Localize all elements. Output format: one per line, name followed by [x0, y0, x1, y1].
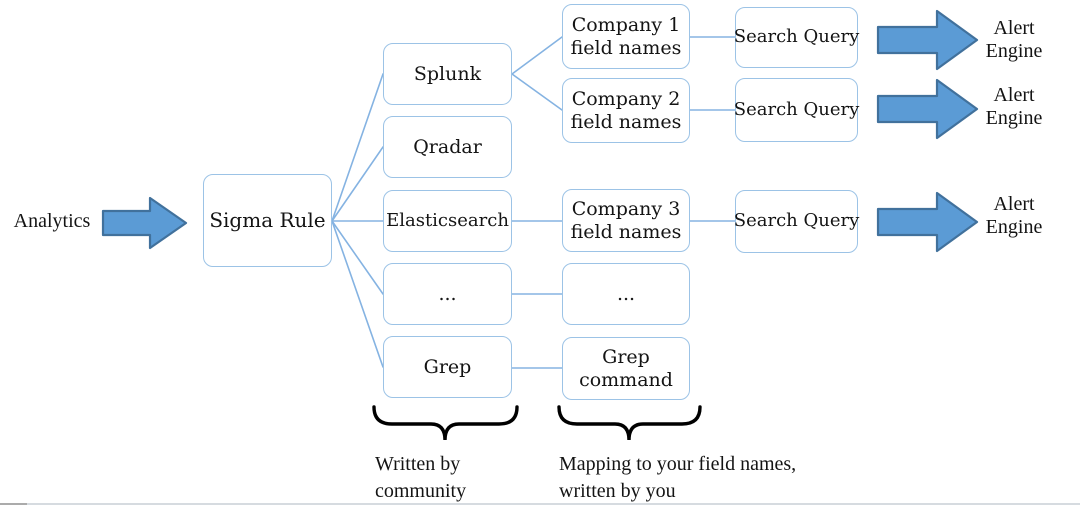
- node-qradar: Qradar: [383, 116, 512, 178]
- analytics-label: Analytics: [13, 210, 91, 232]
- node-label: ...: [616, 282, 636, 305]
- node-label: Grep: [423, 355, 472, 378]
- node-label: Qradar: [413, 135, 482, 158]
- bottom-rule-left: [0, 503, 27, 505]
- connector-sigma-splunk: [331, 73, 384, 222]
- node-label-line2: field names: [570, 220, 682, 243]
- node-company2-field-names: Company 2 field names: [562, 78, 690, 143]
- node-grep: Grep: [383, 336, 512, 398]
- node-label: Elasticsearch: [386, 209, 509, 231]
- node-company3-field-names: Company 3 field names: [562, 189, 690, 252]
- node-search-query-2: Search Query: [733, 78, 860, 142]
- node-label-line2: field names: [570, 36, 682, 59]
- node-backend-ellipsis: ...: [383, 263, 512, 325]
- bottom-rule: [27, 503, 1080, 505]
- node-search-query-3: Search Query: [733, 190, 860, 253]
- node-label: Sigma Rule: [209, 207, 326, 232]
- node-label-line1: Company 1: [571, 14, 681, 37]
- node-mapping-ellipsis: ...: [562, 263, 690, 325]
- alert-engine-line2: Engine: [985, 40, 1043, 62]
- annotation-line2: written by you: [559, 480, 676, 502]
- connector-splunk-company2: [511, 73, 563, 111]
- annotation-mapping-written-by-you: Mapping to your field names, written by …: [559, 451, 796, 505]
- node-company1-field-names: Company 1 field names: [562, 4, 690, 69]
- alert-engine-label-1: Alert Engine: [962, 17, 1066, 63]
- node-label: Search Query: [733, 98, 860, 120]
- node-sigma-rule: Sigma Rule: [203, 174, 332, 267]
- annotation-line1: Written by: [375, 453, 461, 475]
- node-label-line2: field names: [570, 110, 682, 133]
- node-label-line1: Grep: [602, 346, 650, 369]
- node-label: Splunk: [413, 62, 482, 85]
- node-label-line1: Company 3: [571, 198, 681, 221]
- node-splunk: Splunk: [383, 43, 512, 105]
- node-search-query-1: Search Query: [733, 7, 860, 68]
- node-elasticsearch: Elasticsearch: [383, 190, 512, 252]
- brace-community: [372, 405, 519, 441]
- node-label-line2: command: [579, 368, 673, 391]
- annotation-line2: community: [375, 480, 467, 502]
- annotation-written-by-community: Written by community: [375, 451, 466, 505]
- alert-engine-line1: Alert: [993, 17, 1035, 39]
- node-label: ...: [438, 282, 457, 305]
- alert-engine-line2: Engine: [985, 107, 1043, 129]
- node-label-line1: Company 2: [571, 88, 681, 111]
- brace-mapping: [557, 405, 702, 441]
- connector-splunk-company1: [511, 36, 563, 75]
- alert-engine-line1: Alert: [993, 193, 1035, 215]
- connector-sigma-grep: [331, 220, 384, 368]
- connector-sigma-ellipsis: [331, 220, 384, 295]
- annotation-line1: Mapping to your field names,: [559, 453, 797, 475]
- node-label: Search Query: [733, 210, 860, 232]
- alert-engine-label-3: Alert Engine: [962, 193, 1066, 239]
- connector-sigma-qradar: [331, 146, 384, 222]
- arrow-analytics-to-sigma: [101, 196, 188, 250]
- alert-engine-line1: Alert: [993, 84, 1035, 106]
- alert-engine-label-2: Alert Engine: [962, 84, 1066, 130]
- node-grep-command: Grep command: [562, 337, 690, 400]
- node-label: Search Query: [733, 26, 860, 48]
- alert-engine-line2: Engine: [985, 216, 1043, 238]
